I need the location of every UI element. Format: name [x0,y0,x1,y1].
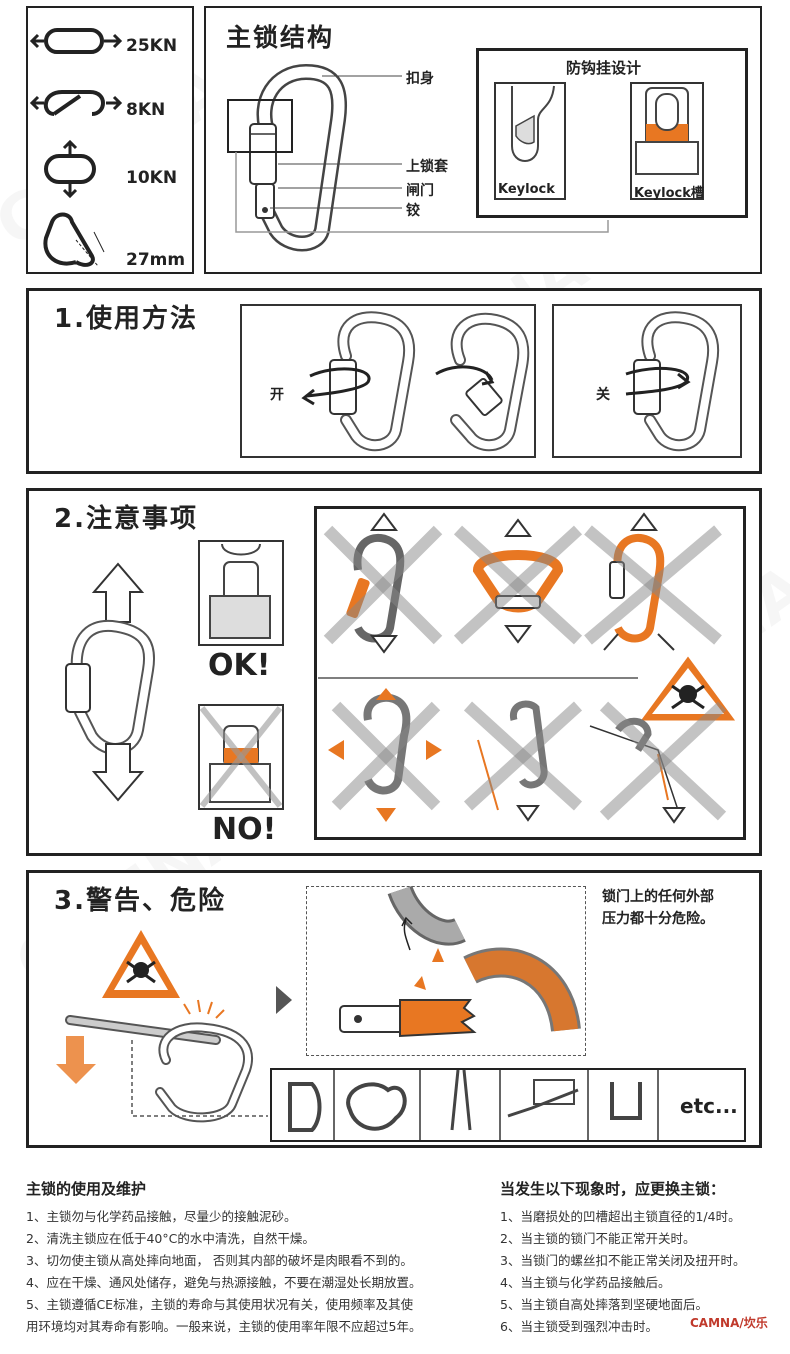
maintenance-line: 3、切勿使主锁从高处摔向地面， 否则其内部的破坏是肉眼看不到的。 [26,1253,413,1268]
replace-line: 6、当主锁受到强烈冲击时。 [500,1319,658,1334]
etc-label: etc... [680,1094,738,1118]
label-sleeve: 上锁套 [406,159,448,175]
no-gate-detail-icon [199,706,283,808]
keylock-slot-label: Keylock槽 [634,186,704,201]
strength-value-minor: 10KN [126,168,178,188]
caution-title: 2.注意事项 [54,504,198,534]
maintenance-line: 2、清洗主锁应在低于40°C的水中清洗，自然干燥。 [26,1231,315,1246]
danger-warning-icon [102,930,180,998]
brand-name: CAMNA [690,1316,740,1330]
structure-title: 主锁结构 [226,23,335,52]
strength-value-gate-opening: 27mm [126,250,186,270]
incorrect-use-illustrations [318,512,741,824]
replace-line: 5、当主锁自高处摔落到坚硬地面后。 [500,1297,708,1312]
carabiner-diagram [227,63,609,252]
open-label: 开 [270,387,284,403]
maintenance-line: 4、应在干燥、通风处储存，避免与热源接触，不要在潮湿处长期放置。 [26,1275,422,1290]
ok-label: OK! [208,648,271,683]
warning-title: 3.警告、危险 [54,886,226,916]
label-gate: 闸门 [406,183,434,199]
maintenance-line: 5、主锁遵循CE标准，主锁的寿命与其使用状况有关，使用频率及其使 [26,1297,414,1312]
replace-line: 4、当主锁与化学药品接触后。 [500,1275,671,1290]
usage-title: 1.使用方法 [54,304,198,334]
keylock-label: Keylock [498,182,555,197]
strength-value-major: 25KN [126,36,178,56]
major-axis-icon [29,28,123,54]
warning-callout-line1: 锁门上的任何外部 [602,889,714,905]
brand-logo: CAMNA/坎乐 [690,1316,768,1330]
keylock-slot-icon [635,87,699,175]
ok-gate-detail-icon [209,543,271,639]
minor-axis-icon [44,139,96,199]
breakage-detail-box [306,886,586,1056]
strength-value-gate-open: 8KN [126,100,166,120]
gate-opening-icon [43,212,105,267]
replace-line: 3、当锁门的螺丝扣不能正常关闭及扭开时。 [500,1253,746,1268]
close-label: 关 [596,387,610,403]
maintenance-title: 主锁的使用及维护 [26,1180,147,1198]
replace-line: 1、当磨损处的凹槽超出主锁直径的1/4时。 [500,1209,741,1224]
warning-callout-line2: 压力都十分危险。 [602,911,714,927]
no-label: NO! [212,812,277,847]
hazard-objects-icons [288,1069,659,1140]
external-pressure-illustration [56,999,268,1123]
label-body: 扣身 [406,71,434,87]
replace-title: 当发生以下现象时，应更换主锁： [500,1180,726,1198]
play-arrow-icon [276,986,292,1014]
maintenance-line: 用环境均对其寿命有影响。一般来说，主锁的使用率年限不应超过5年。 [26,1319,422,1334]
carabiner-open-illustration [301,311,530,451]
replace-line: 2、当主锁的锁门不能正常开关时。 [500,1231,696,1246]
carabiner-close-illustration [625,311,720,451]
keylock-nose-icon [511,85,555,162]
maintenance-line: 1、主锁勿与化学药品接触，尽量少的接触泥砂。 [26,1209,297,1224]
brand-suffix: 坎乐 [743,1316,768,1330]
carabiner-loaded-illustration [65,562,155,802]
gate-breakage-illustration [339,885,581,1038]
gate-open-icon [29,90,123,116]
antisnag-title: 防钩挂设计 [566,59,642,77]
label-hinge: 铰 [406,203,420,219]
